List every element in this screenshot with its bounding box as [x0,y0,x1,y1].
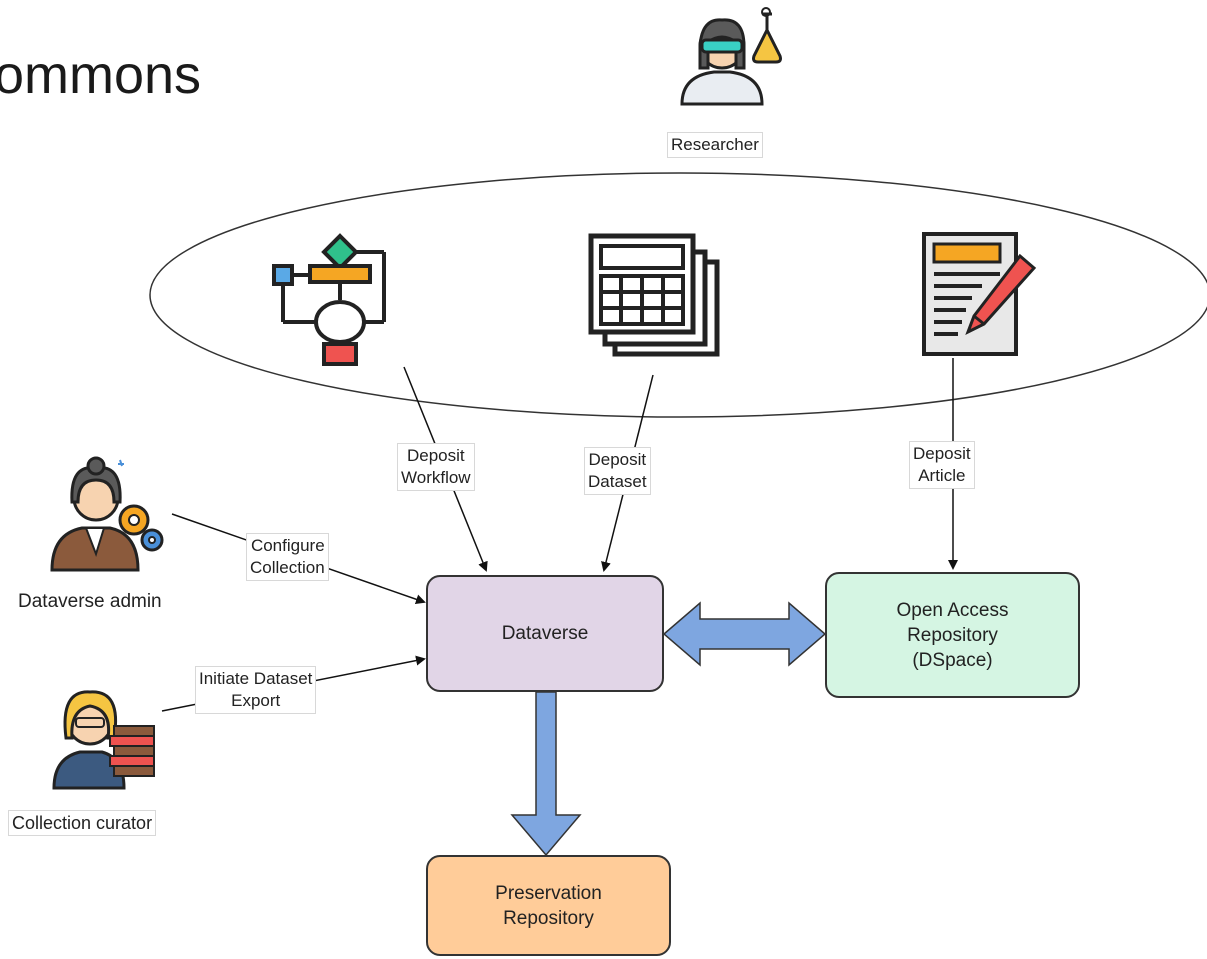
deposit-workflow-label: Deposit Workflow [397,443,475,491]
researcher-label: Researcher [667,132,763,158]
admin-icon [50,456,164,572]
article-icon [922,232,1037,356]
curator-icon [52,690,155,790]
preservation-repository-node: Preservation Repository [426,855,671,956]
configure-collection-label: Configure Collection [246,533,329,581]
open-access-repository-label: Open Access Repository (DSpace) [896,599,1009,671]
dataverse-node-label: Dataverse [501,623,589,644]
deposit-dataset-label: Deposit Dataset [584,447,651,495]
dataverse-node: Dataverse [426,575,664,692]
initiate-dataset-export-label: Initiate Dataset Export [195,666,317,714]
open-access-repository-node: Open Access Repository (DSpace) [825,572,1080,698]
page-title: ommons [0,45,202,105]
collection-curator-label: Collection curator [8,810,157,836]
deposit-article-label: Deposit Article [909,441,975,489]
preservation-repository-label: Preservation Repository [495,882,602,929]
dataverse-admin-label: Dataverse admin [18,591,162,612]
research-outputs-ellipse [149,172,1207,418]
researcher-icon [680,7,782,106]
export-down-arrow [510,691,582,857]
sync-double-arrow [662,601,827,667]
dataset-icon [588,233,720,357]
workflow-icon [272,233,386,366]
